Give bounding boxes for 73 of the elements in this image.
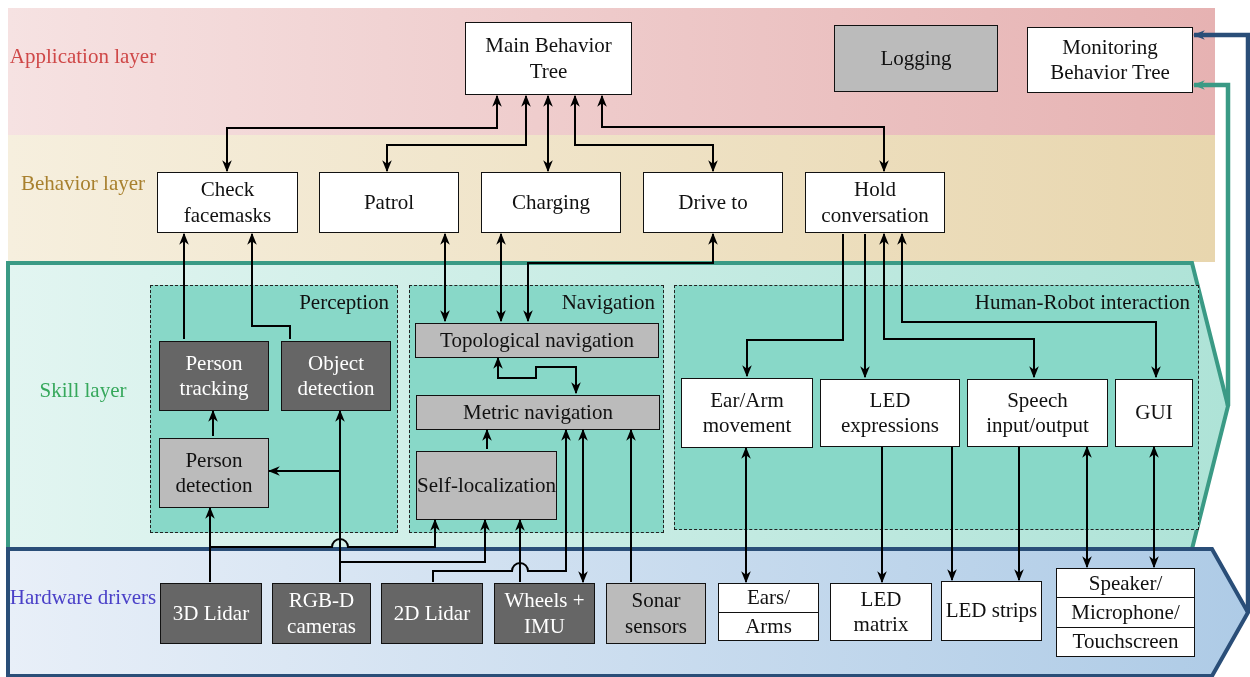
process-box: Charging bbox=[481, 172, 621, 233]
arrow bbox=[742, 233, 844, 378]
arrow bbox=[515, 518, 525, 583]
arrow bbox=[179, 232, 189, 340]
process-box: Sonar sensors bbox=[606, 583, 706, 644]
process-box: Speech input/output bbox=[967, 379, 1108, 447]
device-label: Touchscreen bbox=[1057, 626, 1194, 656]
arrow bbox=[741, 446, 751, 584]
arrow bbox=[860, 233, 870, 379]
process-box: Drive to bbox=[643, 172, 783, 233]
device-label: Speaker/ bbox=[1087, 569, 1164, 597]
arrow bbox=[496, 232, 506, 323]
arrow bbox=[1192, 80, 1231, 406]
arrow bbox=[1082, 445, 1092, 569]
arrow bbox=[626, 428, 636, 583]
arrow bbox=[482, 428, 492, 450]
arrow bbox=[879, 232, 1039, 379]
arrow bbox=[247, 232, 291, 340]
arrow bbox=[1014, 446, 1024, 582]
arrow bbox=[947, 446, 957, 582]
group-title: Perception bbox=[299, 290, 389, 315]
process-box: Hold conversation bbox=[805, 172, 945, 233]
process-box: Main Behavior Tree bbox=[465, 22, 632, 95]
arrow bbox=[570, 94, 718, 173]
process-box: LED expressions bbox=[820, 379, 960, 447]
device-box bbox=[718, 583, 819, 641]
group-frame bbox=[409, 285, 664, 533]
arrow bbox=[897, 232, 1161, 379]
device-label: Arms bbox=[719, 611, 818, 640]
process-box: Person detection bbox=[159, 438, 269, 508]
arrow bbox=[432, 428, 571, 583]
device-label: Microphone/ bbox=[1057, 597, 1194, 627]
arrow bbox=[493, 356, 581, 395]
process-box: Patrol bbox=[319, 172, 459, 233]
device-label: Ears/ bbox=[745, 584, 792, 612]
arrow bbox=[382, 94, 531, 173]
process-box: Person tracking bbox=[159, 341, 269, 411]
layer-label: Application layer bbox=[8, 42, 158, 70]
arrow bbox=[1149, 445, 1159, 569]
arrow bbox=[523, 232, 718, 323]
arrow bbox=[222, 94, 502, 173]
group-frame bbox=[674, 285, 1199, 530]
process-box: LED matrix bbox=[830, 583, 932, 641]
arrow bbox=[578, 428, 588, 584]
process-box: Topological navigation bbox=[415, 323, 659, 358]
process-box: Ear/Arm movement bbox=[681, 378, 813, 448]
group-title: Human-Robot interaction bbox=[974, 290, 1190, 315]
process-box: LED strips bbox=[941, 581, 1042, 641]
layer-label: Hardware drivers bbox=[8, 583, 158, 611]
arrow bbox=[440, 232, 450, 323]
process-box: 2D Lidar bbox=[381, 583, 483, 644]
layer-label: Skill layer bbox=[38, 377, 128, 404]
arrow bbox=[543, 94, 553, 173]
layer-band bbox=[8, 8, 1215, 135]
process-box: Self-localization bbox=[416, 451, 557, 520]
group-frame bbox=[150, 285, 398, 533]
process-box: 3D Lidar bbox=[160, 583, 262, 644]
layer-band bbox=[8, 135, 1215, 262]
process-box: Object detection bbox=[281, 341, 391, 411]
process-box: RGB-D cameras bbox=[272, 583, 371, 644]
arrow bbox=[877, 446, 887, 584]
process-box: Check facemasks bbox=[157, 172, 298, 233]
group-title: Navigation bbox=[561, 290, 655, 315]
device-box bbox=[1056, 568, 1195, 657]
process-box: Logging bbox=[834, 25, 998, 92]
process-box: Metric navigation bbox=[416, 395, 660, 430]
arrow bbox=[597, 94, 889, 173]
process-box: GUI bbox=[1115, 379, 1193, 447]
layer-band bbox=[8, 549, 1248, 676]
arrow bbox=[208, 409, 218, 437]
layer-label: Behavior layer bbox=[19, 169, 147, 197]
process-box: Monitoring Behavior Tree bbox=[1027, 27, 1193, 93]
process-box: Wheels + IMU bbox=[494, 583, 595, 644]
